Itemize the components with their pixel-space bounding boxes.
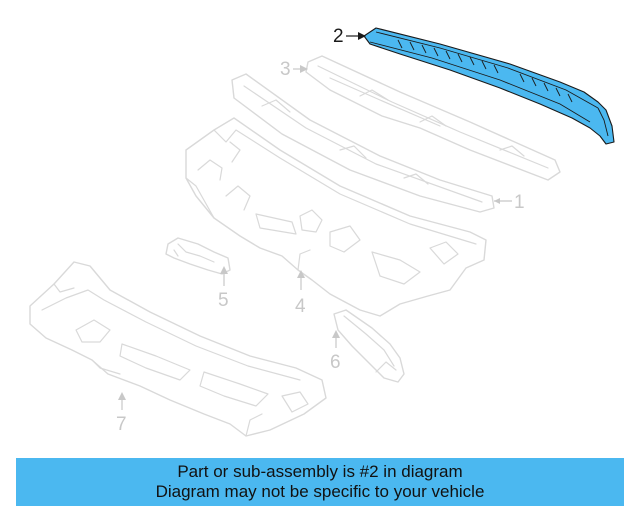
svg-text:4: 4 xyxy=(295,296,306,317)
part-1-lower-cowl xyxy=(231,73,495,213)
part-2-seal-highlighted[interactable] xyxy=(363,27,615,145)
part-3-cowl-panel xyxy=(305,55,561,181)
callout-2: 2 xyxy=(333,26,366,47)
part-4-dash-panel xyxy=(185,117,487,317)
callout-4: 4 xyxy=(295,270,306,317)
svg-text:7: 7 xyxy=(116,414,127,435)
callout-6: 6 xyxy=(330,330,341,373)
part-5-bracket xyxy=(165,237,231,275)
banner-line-part: Part or sub-assembly is #2 in diagram xyxy=(177,462,463,481)
svg-text:6: 6 xyxy=(330,352,341,373)
part-6-bracket xyxy=(333,309,405,383)
svg-text:3: 3 xyxy=(280,59,291,80)
svg-text:2: 2 xyxy=(333,26,344,47)
svg-text:5: 5 xyxy=(218,290,229,311)
callout-3: 3 xyxy=(280,59,308,80)
callout-1: 1 xyxy=(494,192,525,213)
part-7-floor-support xyxy=(29,261,327,437)
callout-5: 5 xyxy=(218,266,229,311)
info-banner: Part or sub-assembly is #2 in diagram Di… xyxy=(16,458,624,506)
svg-text:1: 1 xyxy=(514,192,525,213)
callout-7: 7 xyxy=(116,392,127,435)
banner-line-disclaimer: Diagram may not be specific to your vehi… xyxy=(155,482,485,501)
